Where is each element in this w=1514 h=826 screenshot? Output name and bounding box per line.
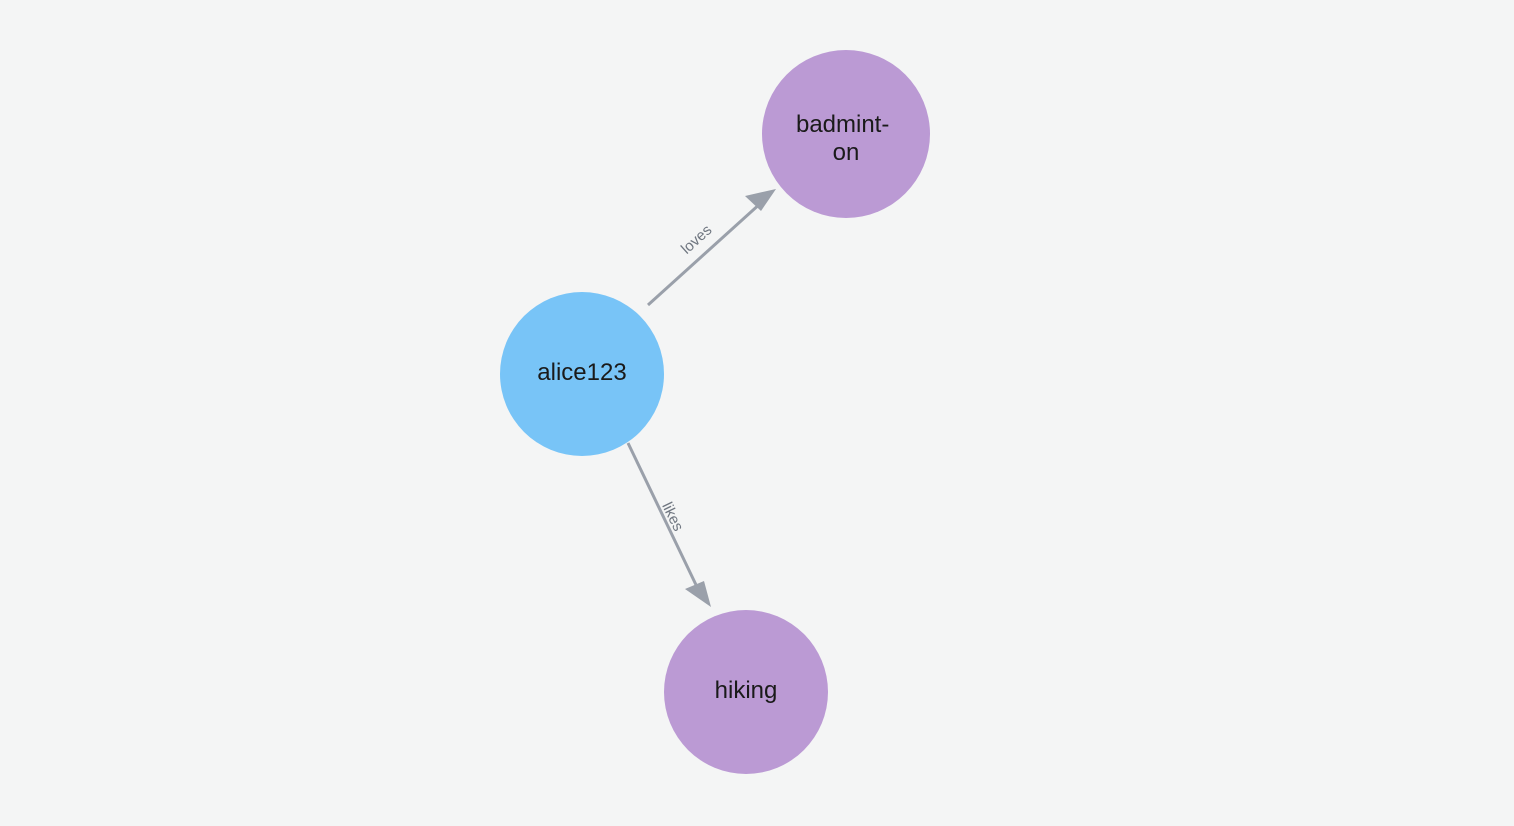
nodes-layer: alice123 badmint- on hiking (500, 50, 930, 774)
edge-line[interactable] (626, 442, 700, 590)
node-circle[interactable] (664, 610, 828, 774)
edge-line[interactable] (646, 200, 764, 307)
node-hiking[interactable]: hiking (664, 610, 828, 774)
edge-label-loves: loves (678, 222, 715, 258)
edge-alice123-likes-hiking[interactable]: likes (626, 442, 711, 607)
node-circle[interactable] (500, 292, 664, 456)
edge-arrowhead (685, 581, 711, 607)
edge-arrowhead (745, 189, 776, 211)
node-circle[interactable] (762, 50, 930, 218)
edge-alice123-loves-badminton[interactable]: loves (646, 189, 776, 307)
node-alice123[interactable]: alice123 (500, 292, 664, 456)
node-badminton[interactable]: badmint- on (762, 50, 930, 218)
